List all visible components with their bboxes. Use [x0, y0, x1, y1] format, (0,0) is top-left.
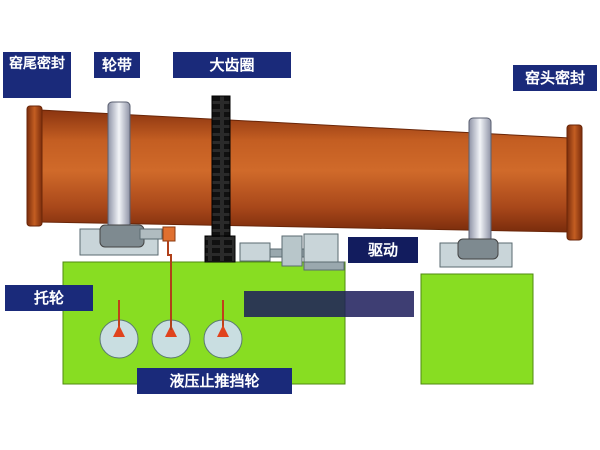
right-flange — [566, 124, 583, 241]
tire-right — [468, 117, 492, 247]
label-tire: 轮带 — [94, 52, 140, 78]
gearbox — [239, 242, 271, 262]
label-drive: 驱动 — [348, 237, 418, 263]
label-kiln-head-seal: 窑头密封 — [513, 65, 597, 91]
label-support-roller: 托轮 — [5, 285, 93, 311]
hydraulic-line — [167, 241, 172, 330]
right-foundation — [420, 273, 534, 385]
drive-pinion — [204, 235, 236, 263]
left-flange — [26, 105, 43, 227]
left-roller — [99, 224, 145, 248]
label-girth-gear: 大齿圈 — [173, 52, 291, 78]
indicator-1 — [113, 325, 125, 337]
tire-left — [107, 101, 131, 233]
indicator-2 — [165, 325, 177, 337]
blurred-bar — [244, 291, 414, 317]
label-kiln-tail-seal: 窑尾密封 — [3, 52, 71, 98]
indicator-3 — [217, 325, 229, 337]
girth-gear — [211, 95, 231, 255]
right-roller — [457, 238, 499, 260]
label-hydraulic-thrust-roller: 液压止推挡轮 — [137, 368, 292, 394]
drive-coupling — [281, 235, 303, 267]
hydraulic-cylinder — [162, 226, 176, 242]
left-foundation — [62, 261, 346, 385]
